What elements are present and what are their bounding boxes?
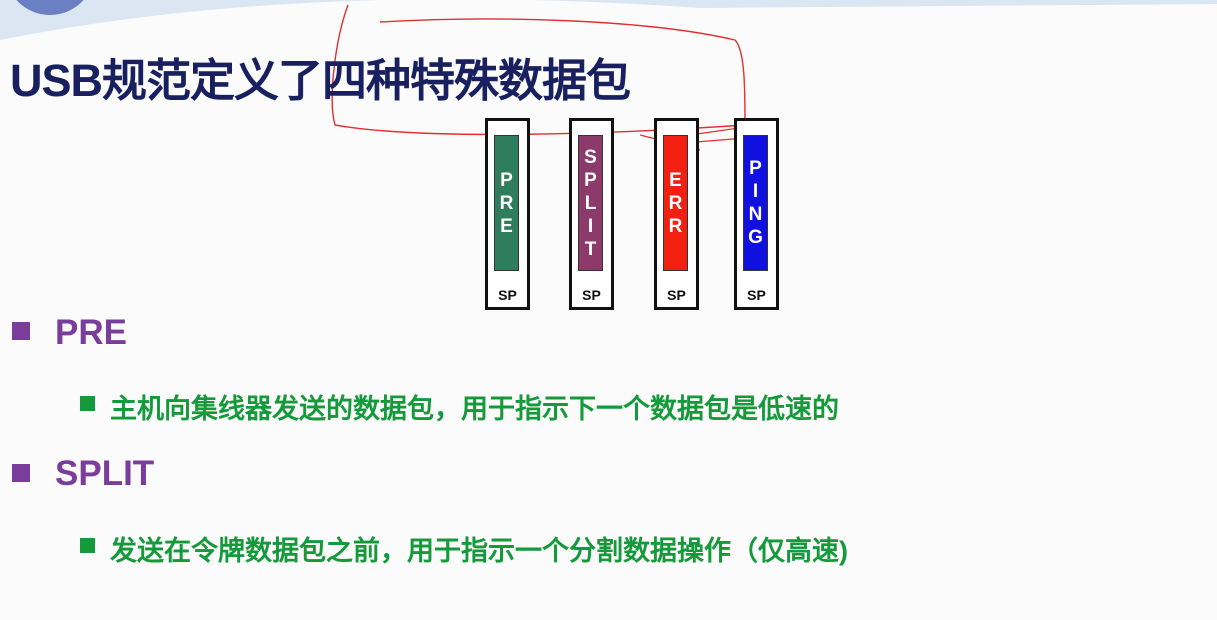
slide-title: USB规范定义了四种特殊数据包 bbox=[10, 55, 631, 106]
packet-label: PING bbox=[743, 135, 768, 271]
packet-label: SPLIT bbox=[578, 135, 603, 271]
packet-footer: SP bbox=[498, 287, 517, 303]
packet-err: ERR SP bbox=[654, 118, 699, 310]
packet-footer: SP bbox=[582, 287, 601, 303]
bullet-detail: 发送在令牌数据包之前，用于指示一个分割数据操作（仅高速) bbox=[110, 536, 848, 566]
packet-ping: PING SP bbox=[734, 118, 779, 310]
sub-bullet-square-icon bbox=[80, 538, 95, 553]
sub-bullet-square-icon bbox=[80, 396, 95, 411]
packet-label: PRE bbox=[494, 135, 519, 271]
bullet-heading: SPLIT bbox=[55, 454, 155, 493]
bullet-detail: 主机向集线器发送的数据包，用于指示下一个数据包是低速的 bbox=[110, 394, 839, 424]
bullet-square-icon bbox=[12, 464, 30, 482]
packet-footer: SP bbox=[667, 287, 686, 303]
red-annotation bbox=[331, 4, 746, 136]
packet-label: ERR bbox=[663, 135, 688, 271]
packet-footer: SP bbox=[747, 287, 766, 303]
packet-split: SPLIT SP bbox=[569, 118, 614, 310]
bullet-square-icon bbox=[12, 322, 30, 340]
bullet-heading: PRE bbox=[55, 313, 127, 352]
packet-pre: PRE SP bbox=[485, 118, 530, 310]
